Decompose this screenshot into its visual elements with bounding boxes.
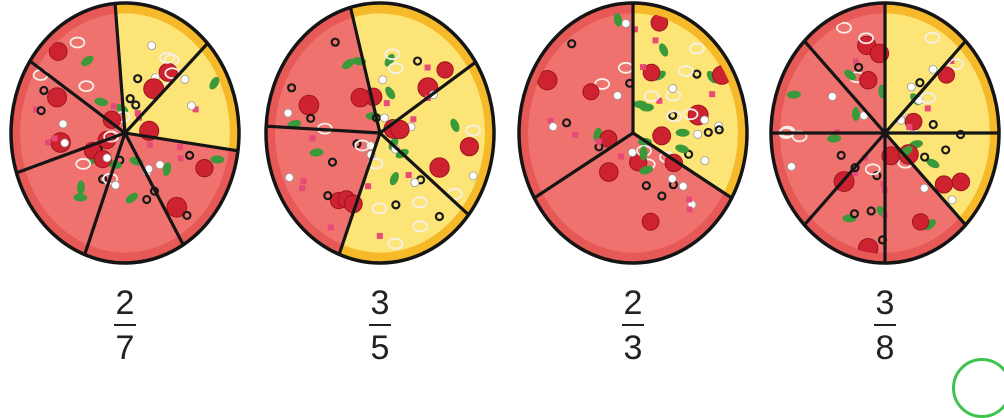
mushroom — [187, 102, 195, 110]
mushroom — [668, 175, 676, 183]
fraction-bar — [874, 324, 896, 326]
mushroom — [948, 196, 956, 204]
mushroom — [907, 83, 915, 91]
pepperoni — [460, 138, 478, 156]
pizza-icon — [0, 0, 250, 270]
fraction-denominator: 7 — [0, 330, 250, 366]
fraction-bar — [114, 324, 136, 326]
mushroom — [148, 42, 156, 50]
ham-cube — [299, 185, 305, 191]
fraction-denominator: 5 — [255, 330, 505, 366]
ham-cube — [686, 196, 692, 202]
ham-cube — [111, 103, 117, 109]
mushroom — [103, 154, 111, 162]
pepperoni — [935, 176, 952, 193]
ham-cube — [147, 142, 153, 148]
pepperoni — [299, 95, 319, 115]
fraction-label-2: 3 5 — [255, 285, 505, 366]
ham-cube — [309, 135, 315, 141]
ham-cube — [328, 224, 334, 230]
ham-cube — [925, 105, 931, 111]
pepperoni — [653, 127, 671, 145]
pizza-figure-3: 2 3 — [508, 0, 758, 370]
pepperoni — [583, 84, 599, 100]
ham-cube — [52, 135, 58, 141]
mushroom — [694, 130, 702, 138]
mushroom — [920, 184, 928, 192]
mushroom — [613, 92, 621, 100]
mushroom — [628, 149, 636, 157]
pepperoni — [642, 213, 659, 230]
fraction-denominator: 3 — [508, 330, 758, 366]
mushroom — [701, 116, 709, 124]
ham-cube — [410, 116, 416, 122]
fraction-numerator: 2 — [508, 285, 758, 321]
mushroom — [622, 19, 630, 27]
ham-cube — [686, 206, 692, 212]
fraction-bar — [622, 324, 644, 326]
mushroom — [828, 93, 836, 101]
pizza-figure-1: 2 7 — [0, 0, 250, 370]
pepperoni — [48, 88, 67, 107]
mushroom — [112, 181, 120, 189]
mushroom — [549, 123, 557, 131]
mushroom — [469, 172, 477, 180]
pizza-icon — [508, 0, 758, 270]
ham-cube — [301, 178, 307, 184]
mushroom — [701, 157, 709, 165]
ham-cube — [596, 139, 602, 145]
ham-cube — [906, 124, 912, 130]
ham-cube — [177, 144, 183, 150]
pepperoni — [860, 72, 877, 89]
mushroom — [929, 65, 937, 73]
mushroom — [380, 114, 388, 122]
pizza-icon — [760, 0, 1004, 270]
fraction-numerator: 2 — [0, 285, 250, 321]
basil-leaf — [852, 107, 860, 121]
ham-cube — [709, 91, 715, 97]
ham-cube — [45, 139, 51, 145]
ham-cube — [406, 172, 412, 178]
ham-cube — [652, 37, 658, 43]
mushroom — [181, 75, 189, 83]
mushroom — [61, 139, 69, 147]
mushroom — [411, 179, 419, 187]
ham-cube — [425, 65, 431, 71]
mushroom — [156, 161, 164, 169]
ham-cube — [384, 100, 390, 106]
ham-cube — [178, 155, 184, 161]
ham-cube — [365, 183, 371, 189]
pizza-icon — [255, 0, 505, 270]
pepperoni — [600, 163, 619, 182]
pizza-figure-4: 3 8 — [760, 0, 1004, 370]
fraction-label-3: 2 3 — [508, 285, 758, 366]
mushroom — [669, 85, 677, 93]
pepperoni — [952, 173, 970, 191]
fraction-bar — [369, 324, 391, 326]
fraction-label-4: 3 8 — [760, 285, 1004, 366]
fraction-numerator: 3 — [255, 285, 505, 321]
pepperoni — [351, 89, 369, 107]
fraction-numerator: 3 — [760, 285, 1004, 321]
pepperoni — [196, 159, 213, 176]
mushroom — [284, 109, 292, 117]
ham-cube — [572, 132, 578, 138]
corner-badge — [952, 358, 1004, 418]
fraction-label-1: 2 7 — [0, 285, 250, 366]
mushroom — [679, 182, 687, 190]
pizza-figure-2: 3 5 — [255, 0, 505, 370]
pepperoni — [430, 158, 449, 177]
mushroom — [787, 163, 795, 171]
ham-cube — [377, 233, 383, 239]
mushroom — [379, 76, 387, 84]
ham-cube — [640, 64, 646, 70]
pepperoni — [437, 62, 453, 78]
mushroom — [285, 174, 293, 182]
mushroom — [59, 120, 67, 128]
ham-cube — [618, 153, 624, 159]
pepperoni — [912, 214, 928, 230]
